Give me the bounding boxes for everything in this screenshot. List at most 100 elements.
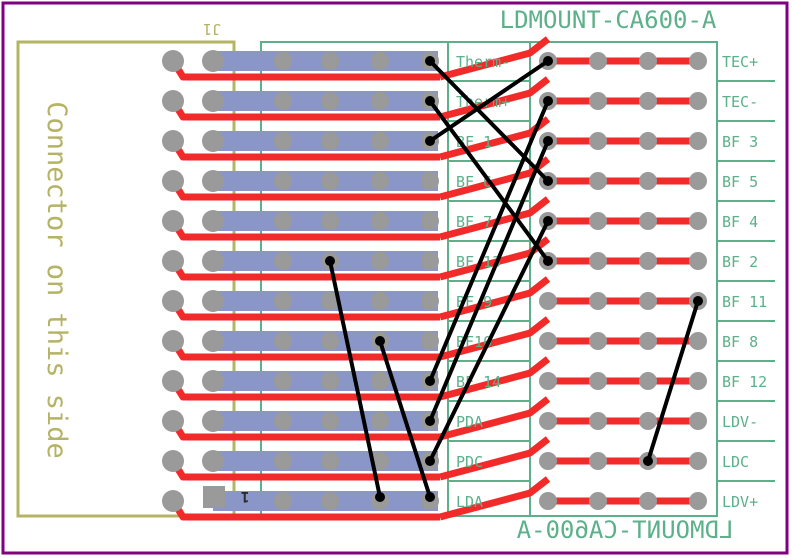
middle-pin-label: PDC — [456, 453, 483, 471]
pin1-square-pad — [203, 486, 225, 508]
right-pin-label: BF 2 — [722, 253, 758, 271]
pad — [162, 90, 184, 112]
pad — [274, 172, 292, 190]
pad — [162, 250, 184, 272]
pad — [162, 290, 184, 312]
jumper-endpoint — [425, 492, 435, 502]
bridge-red-trace — [439, 196, 551, 241]
jumper-endpoint — [543, 56, 553, 66]
pad — [539, 372, 557, 390]
pad — [539, 452, 557, 470]
bridge-red-trace — [439, 396, 551, 441]
pad — [162, 370, 184, 392]
pad — [202, 330, 224, 352]
pad — [162, 130, 184, 152]
jumper-endpoint — [543, 176, 553, 186]
pad — [321, 132, 339, 150]
bridge-red-trace — [439, 156, 551, 201]
pad — [202, 290, 224, 312]
pad — [371, 452, 389, 470]
jumper-wire — [428, 99, 550, 383]
pad — [589, 52, 607, 70]
pad — [321, 172, 339, 190]
pad — [589, 492, 607, 510]
pad — [321, 92, 339, 110]
pad — [274, 372, 292, 390]
jumper-endpoints — [325, 56, 703, 502]
pad — [639, 92, 657, 110]
jumper-endpoint — [543, 256, 553, 266]
pad — [639, 332, 657, 350]
bridge-red-trace — [439, 436, 551, 481]
right-pin-label: BF 3 — [722, 133, 758, 151]
jumper-wire — [428, 219, 550, 463]
pad — [689, 452, 707, 470]
pad — [589, 372, 607, 390]
pad — [689, 252, 707, 270]
pad — [689, 412, 707, 430]
jumper-endpoint — [693, 296, 703, 306]
jumper-endpoint — [425, 416, 435, 426]
board-title-top: LDMOUNT-CA600-A — [500, 6, 717, 34]
pad — [202, 370, 224, 392]
pad — [274, 492, 292, 510]
pad — [639, 372, 657, 390]
jumper-wire — [428, 59, 550, 183]
jumper-wire — [428, 139, 550, 423]
pad — [274, 132, 292, 150]
jumper-endpoint — [325, 256, 335, 266]
jumper-endpoint — [425, 136, 435, 146]
pad — [274, 292, 292, 310]
pad — [274, 452, 292, 470]
pad — [589, 212, 607, 230]
bridge-red-trace — [439, 116, 551, 161]
pad — [589, 332, 607, 350]
pad — [539, 412, 557, 430]
pad — [421, 212, 439, 230]
pad — [274, 332, 292, 350]
bridge-red-trace — [439, 36, 551, 81]
jumper-endpoint — [425, 56, 435, 66]
right-pin-label: LDC — [722, 453, 749, 471]
pad — [202, 50, 224, 72]
middle-pin-label: LDA — [456, 493, 483, 511]
pad — [689, 172, 707, 190]
jumper-endpoint — [375, 336, 385, 346]
pad — [589, 292, 607, 310]
pad — [639, 132, 657, 150]
pad — [274, 92, 292, 110]
pad — [421, 252, 439, 270]
pad — [589, 172, 607, 190]
pad — [689, 372, 707, 390]
pad — [421, 332, 439, 350]
right-pin-label: BF 8 — [722, 333, 758, 351]
pad — [639, 212, 657, 230]
pad — [689, 132, 707, 150]
middle-pin-label: PDA — [456, 413, 483, 431]
right-pin-label: LDV+ — [722, 493, 758, 511]
pad — [202, 410, 224, 432]
right-pin-label: LDV- — [722, 413, 758, 431]
pad — [689, 332, 707, 350]
pad — [539, 492, 557, 510]
pin1-marker: 1 — [241, 488, 249, 504]
pad — [202, 90, 224, 112]
jumper-endpoint — [643, 456, 653, 466]
middle-pin-label: Therm- — [456, 53, 510, 71]
right-frame — [529, 41, 718, 517]
pad — [321, 492, 339, 510]
pad — [371, 412, 389, 430]
bridge-red-trace — [439, 236, 551, 281]
connector-note: Connector on this side — [41, 101, 72, 459]
pad — [371, 212, 389, 230]
connector-ref: J1 — [203, 20, 221, 38]
pad — [539, 292, 557, 310]
pad — [639, 292, 657, 310]
bridge-red-trace — [439, 316, 551, 361]
pad — [202, 210, 224, 232]
jumper-wires — [328, 59, 700, 499]
bridge-red-trace — [439, 356, 551, 401]
pad — [371, 172, 389, 190]
pad — [162, 450, 184, 472]
pad — [539, 332, 557, 350]
